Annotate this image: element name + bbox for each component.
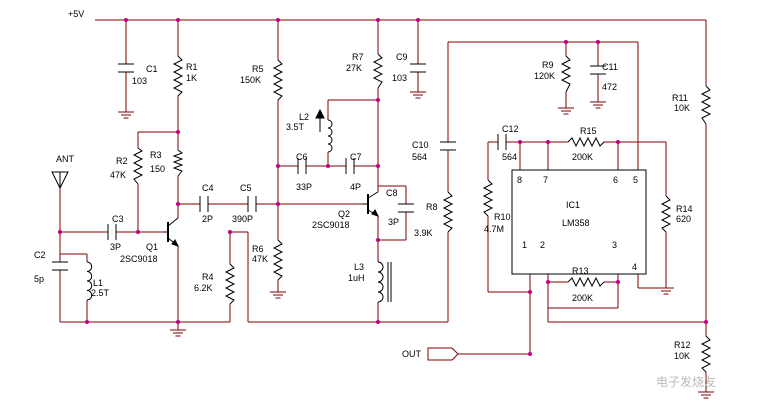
r6-value: 47K [252, 254, 268, 264]
c8-value: 3P [388, 217, 399, 227]
r12-value: 10K [674, 351, 690, 361]
r5-ref: R5 [252, 64, 264, 74]
r13-value: 200K [572, 293, 593, 303]
r6-ref: R6 [252, 244, 264, 254]
q2-ref: Q2 [338, 209, 350, 219]
q1-value: 2SC9018 [120, 254, 158, 264]
r10-value: 4.7M [484, 224, 504, 234]
r4-value: 6.2K [194, 283, 213, 293]
c1-value: 103 [132, 76, 147, 86]
q2-value: 2SC9018 [312, 220, 350, 230]
r2-value: 47K [110, 170, 126, 180]
c11-ref: C11 [602, 62, 618, 72]
ic-ref: IC1 [566, 200, 580, 210]
r4-ref: R4 [202, 272, 214, 282]
c11-value: 472 [602, 82, 617, 92]
wires [59, 19, 707, 392]
watermark: 电子发烧友 [656, 374, 716, 389]
c2-ref: C2 [34, 250, 46, 260]
r8-ref: R8 [426, 202, 438, 212]
ic-pin-3: 3 [612, 240, 617, 250]
supply-label: +5V [68, 9, 84, 19]
c9-value: 103 [392, 73, 407, 83]
r3-ref: R3 [150, 150, 162, 160]
c7-value: 4P [350, 182, 361, 192]
r13-ref: R13 [572, 266, 589, 276]
r12-ref: R12 [674, 340, 691, 350]
r14-value: 620 [676, 214, 691, 224]
c6-ref: C6 [296, 152, 308, 162]
r14-ref: R14 [676, 204, 693, 214]
r9-value: 120K [534, 71, 555, 81]
c3-ref: C3 [112, 214, 124, 224]
c2-value: 5p [34, 274, 44, 284]
c6-value: 33P [296, 182, 312, 192]
ic-pin-7: 7 [543, 175, 548, 185]
l1-value: 2.5T [91, 288, 110, 298]
r9-ref: R9 [542, 60, 554, 70]
q1-ref: Q1 [146, 242, 158, 252]
ic-pin-2: 2 [540, 240, 545, 250]
l3-value: 1uH [348, 273, 365, 283]
l1-ref: L1 [93, 278, 103, 288]
ic-pin-4: 4 [632, 262, 637, 272]
r8-value: 3.9K [414, 228, 433, 238]
r10-ref: R10 [494, 212, 511, 222]
ic-name: LM358 [562, 218, 590, 228]
labels: +5V ANT OUT C1 103 R1 1K R5 150K R7 27K … [34, 9, 716, 389]
out-label: OUT [402, 349, 422, 359]
ic-pin-5: 5 [633, 175, 638, 185]
r11-ref: R11 [672, 93, 688, 103]
c8-ref: C8 [386, 188, 398, 198]
c12-ref: C12 [502, 124, 519, 134]
c7-ref: C7 [350, 152, 362, 162]
c3-value: 3P [110, 242, 121, 252]
c5-ref: C5 [240, 183, 252, 193]
r5-value: 150K [240, 75, 261, 85]
c4-value: 2P [202, 214, 213, 224]
components [51, 53, 712, 373]
ic-pin-6: 6 [613, 175, 618, 185]
r15-value: 200K [572, 152, 593, 162]
c12-value: 564 [502, 152, 517, 162]
c1-ref: C1 [146, 64, 158, 74]
c5-value: 390P [232, 214, 253, 224]
c10-ref: C10 [412, 140, 429, 150]
junctions [58, 18, 708, 356]
l2-value: 3.5T [286, 122, 305, 132]
c9-ref: C9 [396, 52, 408, 62]
r7-value: 27K [346, 63, 362, 73]
l3-ref: L3 [354, 262, 364, 272]
c4-ref: C4 [202, 183, 214, 193]
r11-value: 10K [674, 103, 690, 113]
ic-pin-8: 8 [517, 175, 522, 185]
antenna-label: ANT [56, 154, 75, 164]
r3-value: 150 [150, 164, 165, 174]
ic-pin-1: 1 [522, 240, 527, 250]
r2-ref: R2 [116, 156, 128, 166]
l2-ref: L2 [299, 112, 309, 122]
c10-value: 564 [412, 152, 427, 162]
r15-ref: R15 [580, 126, 597, 136]
r1-ref: R1 [186, 62, 198, 72]
r7-ref: R7 [352, 52, 364, 62]
r1-value: 1K [186, 73, 197, 83]
